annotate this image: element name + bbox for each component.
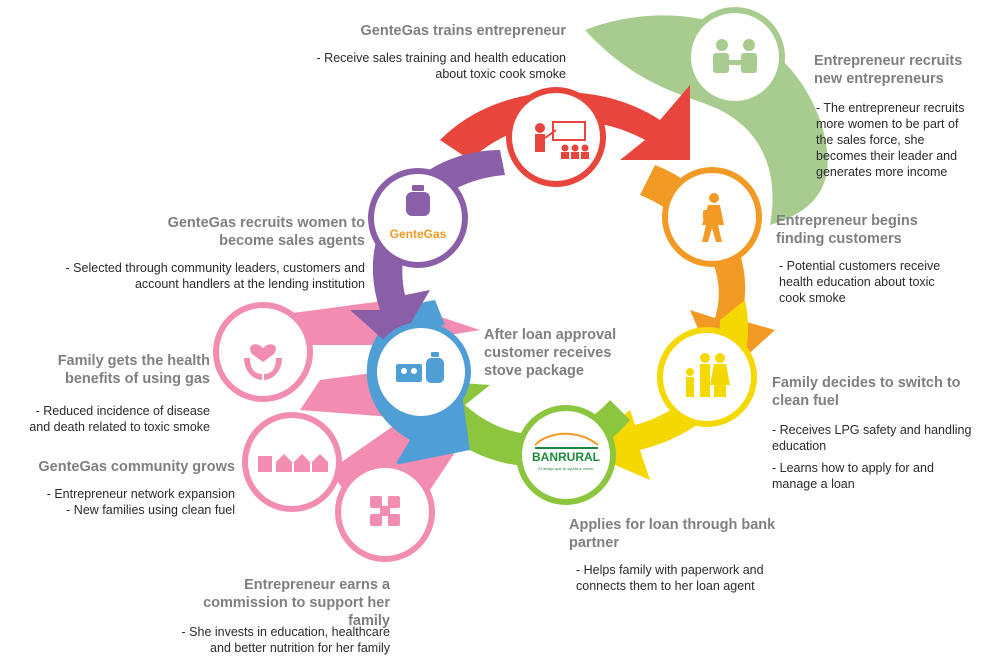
node-switch: [657, 327, 757, 427]
recruit-women-desc: - Selected through community leaders, cu…: [65, 261, 365, 291]
commission-desc: - She invests in education, healthcare a…: [181, 625, 390, 655]
family-icon: [686, 353, 730, 397]
node-recruit-women: GenteGas: [368, 168, 468, 268]
handshake-icon: [713, 39, 757, 73]
heart-hands-icon: [244, 344, 282, 380]
purple-arc: [350, 150, 505, 350]
stove-and-cylinder-icon: [396, 352, 444, 383]
node-commission: [335, 462, 435, 562]
train-desc: - Receive sales training and health educ…: [316, 51, 566, 81]
switch-desc-1: - Receives LPG safety and handling educa…: [772, 423, 972, 453]
node-loan: BANRURAL El amigo que te ayuda a crecer: [516, 405, 616, 505]
health-desc: - Reduced incidence of disease and death…: [29, 404, 210, 434]
health-title: Family gets the health benefits of using…: [57, 353, 210, 387]
houses-icon: [258, 454, 328, 472]
train-title: GenteGas trains entrepreneur: [360, 23, 567, 39]
banrural-logo-sub: El amigo que te ayuda a crecer: [538, 466, 594, 471]
community-title: GenteGas community grows: [38, 459, 235, 475]
node-community: [242, 412, 342, 512]
joined-hands-icon: [370, 496, 400, 526]
node-recruit-new: [685, 7, 785, 107]
loan-title: Applies for loan through bank partner: [569, 517, 776, 551]
gas-cylinder-icon: [406, 185, 430, 216]
banrural-logo-text: BANRURAL: [532, 450, 600, 464]
loan-desc: - Helps family with paperwork and connec…: [576, 563, 764, 593]
community-desc-1: - Entrepreneur network expansion: [46, 487, 235, 501]
switch-desc-2: - Learns how to apply for and manage a l…: [772, 461, 934, 491]
walking-woman-icon: [702, 193, 724, 242]
finding-title: Entrepreneur begins finding customers: [776, 213, 918, 247]
banrural-logo: BANRURAL El amigo que te ayuda a crecer: [532, 432, 600, 471]
community-desc-2: - New families using clean fuel: [66, 503, 235, 517]
node-train: [506, 87, 606, 187]
finding-desc: - Potential customers receive health edu…: [779, 259, 941, 305]
red-arc: [440, 85, 690, 160]
node-finding: [662, 167, 762, 267]
node-health: [213, 302, 313, 402]
recruit-new-desc: - The entrepreneur recruits more women t…: [816, 101, 965, 179]
commission-title: Entrepreneur earns a commission to suppo…: [203, 577, 390, 629]
node-package: [371, 322, 471, 422]
gentegas-logo-text: GenteGas: [390, 227, 447, 241]
package-title: After loan approval customer receives st…: [484, 327, 617, 379]
recruit-women-title: GenteGas recruits women to become sales …: [167, 215, 365, 249]
yellow-arc: [580, 300, 749, 480]
trainer-presentation-icon: [535, 121, 589, 159]
switch-title: Family decides to switch to clean fuel: [772, 375, 961, 409]
recruit-new-title: Entrepreneur recruits new entrepreneurs: [814, 53, 963, 87]
